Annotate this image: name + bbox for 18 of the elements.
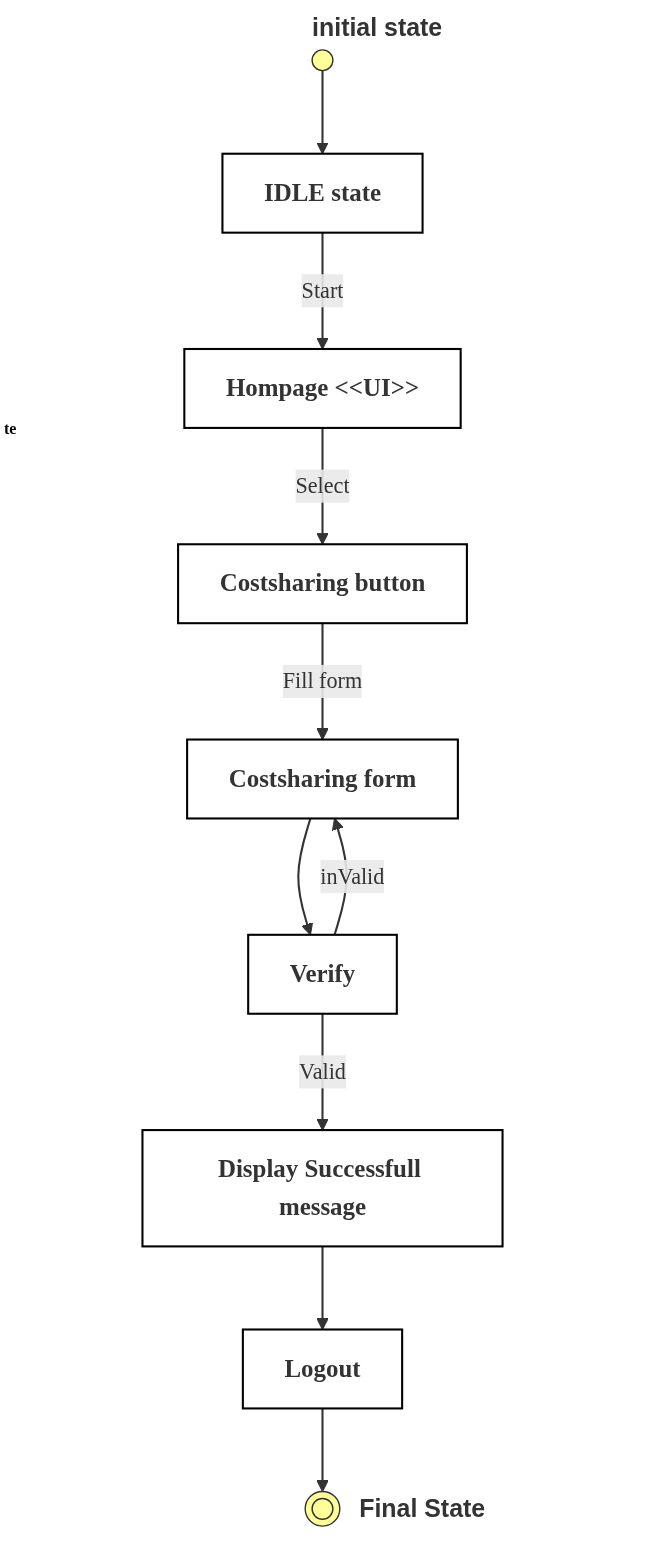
edge-label: Start	[301, 278, 344, 302]
edge-label: Fill form	[282, 668, 363, 693]
note-text: te	[4, 420, 17, 438]
node-box: Costsharing button	[177, 543, 468, 625]
node-box: Display Successfull message	[141, 1129, 504, 1248]
edge-label: Select	[295, 473, 350, 498]
node-box: Hompage <<UI>>	[183, 347, 462, 429]
node-circle	[304, 1490, 341, 1527]
state-caption: initial state	[312, 13, 443, 41]
node-box: Logout	[241, 1328, 404, 1410]
node-circle	[311, 49, 334, 72]
node-box: Verify	[247, 933, 398, 1015]
edge-label: Valid	[299, 1059, 346, 1083]
state-caption: Final State	[359, 1494, 486, 1523]
arrow	[316, 1408, 329, 1493]
node-box: IDLE state	[221, 152, 424, 234]
edge-label: inValid	[320, 864, 385, 888]
node-box: Costsharing form	[186, 738, 459, 820]
